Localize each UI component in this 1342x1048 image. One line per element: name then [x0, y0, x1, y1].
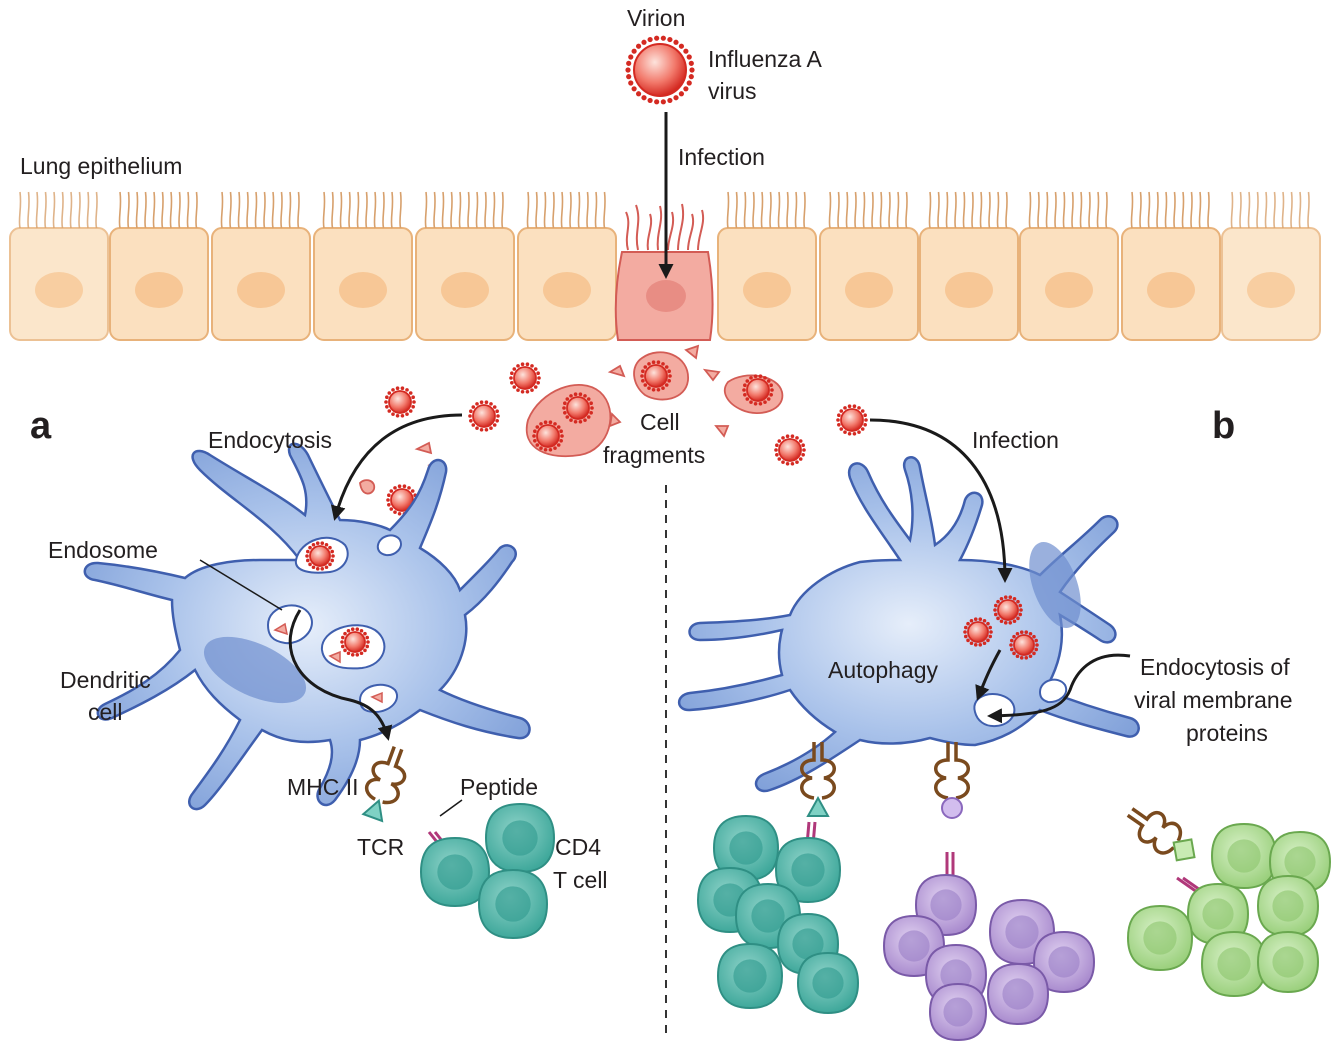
t-cells [419, 802, 1332, 1042]
peptide-leader-line [439, 799, 463, 817]
virion-label: Virion [627, 5, 685, 31]
t-cell-green [1210, 822, 1278, 890]
cell-fragments-label-line1: Cell [640, 409, 680, 435]
t-cell-teal [484, 802, 556, 874]
t-cell-green [1126, 904, 1194, 972]
endocytosis-arrow [330, 413, 463, 521]
cd4-label-line2: T cell [553, 867, 608, 893]
epithelial-cell [1121, 191, 1221, 341]
virion [340, 627, 370, 657]
epithelial-cell [1019, 191, 1119, 341]
panel-b-label: b [1212, 405, 1235, 447]
peptide-label: Peptide [460, 774, 538, 800]
autophagy-label: Autophagy [828, 657, 938, 683]
peptide-circle [941, 797, 963, 819]
t-cell-purple [986, 962, 1050, 1026]
peptide-triangle [361, 798, 384, 823]
virion [993, 595, 1023, 625]
epithelial-cell [517, 191, 617, 341]
epithelial-cell [415, 191, 515, 341]
epithelial-cell [211, 191, 311, 341]
virion [468, 400, 500, 432]
endosome-leader-line [199, 559, 283, 611]
tcr-label: TCR [357, 834, 404, 860]
virion [1009, 630, 1039, 660]
virus-label-line1: Influenza A [708, 46, 822, 72]
peptide-diamond [1172, 838, 1196, 862]
infection-top-label: Infection [678, 144, 765, 170]
virion [774, 434, 806, 466]
dendritic-cell-a [83, 442, 531, 811]
infected-epithelial-cell [614, 203, 714, 341]
epithelial-cell [313, 191, 413, 341]
mhc-ii-complex [361, 746, 407, 823]
epithelial-cell [717, 191, 817, 341]
endocytosis-label: Endocytosis [208, 427, 332, 453]
t-cell-teal [712, 814, 780, 882]
dendritic-cell-label-line2: cell [88, 699, 123, 725]
t-cell-teal [419, 836, 491, 908]
virus-label-line2: virus [708, 78, 757, 104]
t-cell-green [1256, 874, 1320, 938]
t-cell-purple [928, 982, 988, 1042]
internal-virions [305, 541, 1039, 660]
panel-a-label: a [30, 405, 52, 447]
t-cell-green [1186, 882, 1250, 946]
t-cell-green [1256, 930, 1320, 994]
virion [963, 617, 993, 647]
virion [562, 392, 594, 424]
peptide-triangle [806, 795, 830, 817]
virion [384, 386, 416, 418]
mhc-ii-complex [800, 742, 836, 817]
mhc-label: MHC II [287, 774, 359, 800]
epithelial-cell [919, 191, 1019, 341]
t-cell-purple [1032, 930, 1096, 994]
virion [640, 360, 672, 392]
t-cell-teal [796, 951, 860, 1015]
processing-arrow [288, 609, 393, 741]
infection-arrow-b [869, 418, 1013, 583]
lung-epithelium [9, 191, 1321, 341]
free-virions [384, 360, 868, 516]
cell-fragments [359, 344, 784, 584]
epithelial-cell [1221, 191, 1321, 341]
t-cell-teal [477, 868, 549, 940]
epithelial-cell [9, 191, 109, 341]
viral-membrane-endocytosis-arrow [987, 653, 1131, 724]
lung-epithelium-label: Lung epithelium [20, 153, 182, 179]
cell-fragments-label-line2: fragments [603, 442, 705, 468]
endo-viral-label-line3: proteins [1186, 720, 1268, 746]
mhc-ii-complex [1126, 807, 1196, 862]
influenza-virion [625, 35, 695, 105]
virion [509, 362, 541, 394]
epithelial-cell [819, 191, 919, 341]
virion [742, 374, 774, 406]
virion [532, 420, 564, 452]
autophagy-arrow [975, 649, 1002, 701]
t-cell-teal [774, 836, 842, 904]
epithelial-cell [109, 191, 209, 341]
dendritic-cell-b [677, 456, 1140, 793]
mhc-ii-complex [934, 742, 970, 819]
endo-viral-label-line1: Endocytosis of [1140, 654, 1290, 680]
dendritic-cell-label-line1: Dendritic [60, 667, 151, 693]
infection-b-label: Infection [972, 427, 1059, 453]
virion [305, 541, 335, 571]
virion [836, 404, 868, 436]
endosome-label: Endosome [48, 537, 158, 563]
t-cell-teal [716, 942, 784, 1010]
cd4-label-line1: CD4 [555, 834, 601, 860]
t-cell-green [1200, 930, 1268, 998]
endo-viral-label-line2: viral membrane [1134, 687, 1293, 713]
